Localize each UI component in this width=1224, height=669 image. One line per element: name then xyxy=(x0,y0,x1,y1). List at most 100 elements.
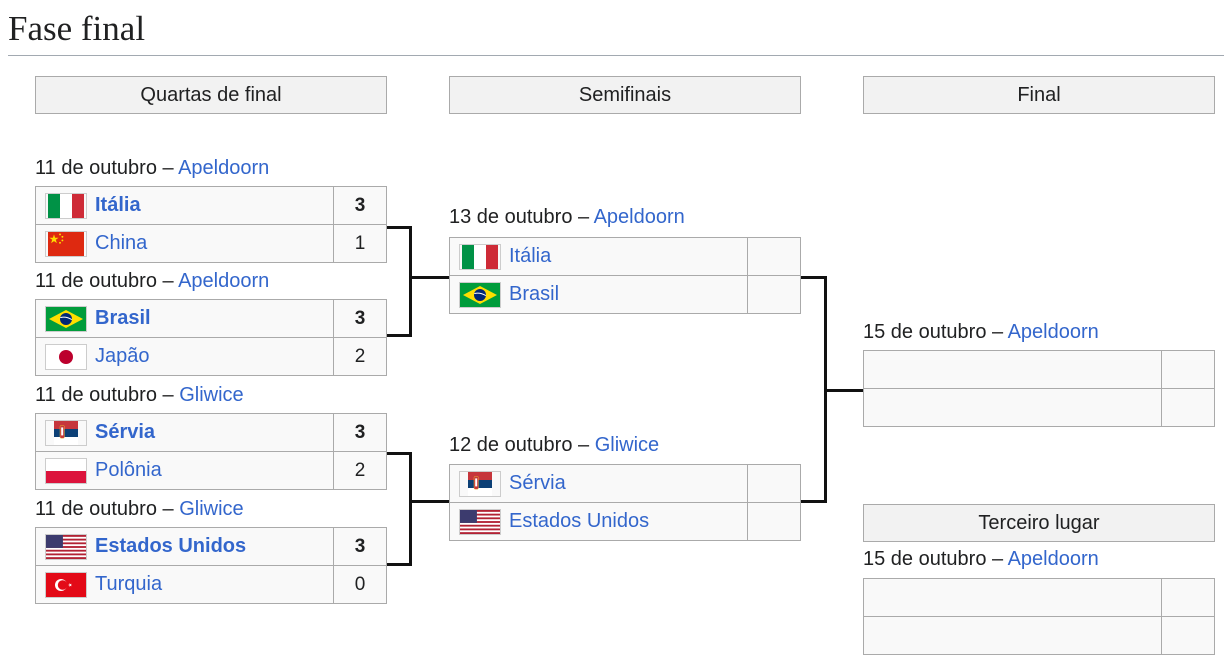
round-header-quarterfinals: Quartas de final xyxy=(35,76,387,114)
match-date: 11 de outubro xyxy=(35,270,157,292)
team-score xyxy=(1162,579,1214,616)
team-score xyxy=(1162,389,1214,426)
team-cell: Japão xyxy=(36,338,334,375)
team-cell: Turquia xyxy=(36,566,334,603)
team-name-link[interactable]: Estados Unidos xyxy=(95,535,247,557)
team-name-link[interactable]: Turquia xyxy=(95,573,163,595)
team-cell xyxy=(864,351,1162,388)
match-info-sf2: 12 de outubro – Gliwice xyxy=(449,433,659,457)
team-name-link[interactable]: Estados Unidos xyxy=(509,510,650,532)
bracket-team-row: Brasil xyxy=(449,275,801,314)
round-header-third-place: Terceiro lugar xyxy=(863,504,1215,542)
date-venue-separator: – xyxy=(156,384,180,406)
team-score: 3 xyxy=(354,421,366,443)
team-cell xyxy=(864,389,1162,426)
team-cell: Sérvia xyxy=(36,414,334,451)
match-date: 11 de outubro xyxy=(35,157,157,179)
team-name-link[interactable]: Sérvia xyxy=(509,472,566,494)
venue-link[interactable]: Apeldoorn xyxy=(178,270,270,292)
date-venue-separator: – xyxy=(156,157,179,179)
team-cell xyxy=(864,617,1162,654)
match-info-sf1: 13 de outubro – Apeldoorn xyxy=(449,205,685,229)
team-name-link[interactable]: Itália xyxy=(95,194,141,216)
venue-link[interactable]: Gliwice xyxy=(179,384,244,406)
usa-flag-icon xyxy=(459,508,501,535)
bracket-team-row: Itália xyxy=(449,237,801,276)
team-cell: Brasil xyxy=(36,300,334,337)
team-cell: Sérvia xyxy=(450,465,748,502)
bracket-team-row: China 1 xyxy=(35,224,387,263)
match-date: 13 de outubro xyxy=(449,206,573,228)
bracket-team-row: Sérvia 3 xyxy=(35,413,387,452)
venue-link[interactable]: Apeldoorn xyxy=(1007,548,1099,570)
date-venue-separator: – xyxy=(156,498,180,520)
title-divider xyxy=(8,55,1224,56)
team-name-link[interactable]: China xyxy=(95,232,148,254)
serbia-flag-icon xyxy=(45,419,87,446)
match-date: 12 de outubro xyxy=(449,434,573,456)
bracket-team-row: Japão 2 xyxy=(35,337,387,376)
venue-link[interactable]: Apeldoorn xyxy=(593,206,685,228)
bracket-team-row xyxy=(863,350,1215,389)
round-header-semifinals: Semifinais xyxy=(449,76,801,114)
match-date: 15 de outubro xyxy=(863,548,987,570)
team-name-link[interactable]: Japão xyxy=(95,345,150,367)
team-score: 0 xyxy=(354,573,366,595)
round-header-final: Final xyxy=(863,76,1215,114)
team-score: 3 xyxy=(354,307,366,329)
date-venue-separator: – xyxy=(156,270,179,292)
bracket-team-row: Turquia 0 xyxy=(35,565,387,604)
team-cell: China xyxy=(36,225,334,262)
match-info-final: 15 de outubro – Apeldoorn xyxy=(863,320,1099,344)
japan-flag-icon xyxy=(45,343,87,370)
team-name-link[interactable]: Itália xyxy=(509,245,552,267)
serbia-flag-icon xyxy=(459,470,501,497)
date-venue-separator: – xyxy=(572,206,594,228)
venue-link[interactable]: Gliwice xyxy=(179,498,244,520)
team-score: 2 xyxy=(354,345,366,367)
team-cell: Brasil xyxy=(450,276,748,313)
match-info-qf4: 11 de outubro – Gliwice xyxy=(35,497,244,521)
bracket-team-row: Itália 3 xyxy=(35,186,387,225)
team-name-link[interactable]: Sérvia xyxy=(95,421,156,443)
bracket-team-row: Brasil 3 xyxy=(35,299,387,338)
match-info-qf2: 11 de outubro – Apeldoorn xyxy=(35,269,269,293)
team-cell xyxy=(864,579,1162,616)
venue-link[interactable]: Apeldoorn xyxy=(1007,321,1099,343)
team-cell: Polônia xyxy=(36,452,334,489)
team-score: 3 xyxy=(354,194,366,216)
china-flag-icon xyxy=(45,230,87,257)
page-title: Fase final xyxy=(8,9,146,48)
venue-link[interactable]: Apeldoorn xyxy=(178,157,270,179)
team-cell: Estados Unidos xyxy=(36,528,334,565)
match-date: 15 de outubro xyxy=(863,321,987,343)
venue-link[interactable]: Gliwice xyxy=(594,434,660,456)
team-score xyxy=(1162,617,1214,654)
team-cell: Itália xyxy=(36,187,334,224)
turkey-flag-icon xyxy=(45,571,87,598)
team-score xyxy=(748,503,800,540)
match-info-qf3: 11 de outubro – Gliwice xyxy=(35,383,244,407)
match-info-third: 15 de outubro – Apeldoorn xyxy=(863,547,1099,571)
italy-flag-icon xyxy=(459,243,501,270)
team-name-link[interactable]: Brasil xyxy=(509,283,560,305)
team-name-link[interactable]: Brasil xyxy=(95,307,151,329)
bracket-team-row xyxy=(863,616,1215,655)
date-venue-separator: – xyxy=(986,321,1008,343)
team-name-link[interactable]: Polônia xyxy=(95,459,162,481)
bracket-team-row xyxy=(863,388,1215,427)
bracket-team-row: Estados Unidos xyxy=(449,502,801,541)
bracket-team-row: Sérvia xyxy=(449,464,801,503)
team-score: 1 xyxy=(354,232,366,254)
brazil-flag-icon xyxy=(459,281,501,308)
team-score xyxy=(748,238,800,275)
team-score xyxy=(748,465,800,502)
date-venue-separator: – xyxy=(572,434,595,456)
team-cell: Itália xyxy=(450,238,748,275)
team-score xyxy=(748,276,800,313)
italy-flag-icon xyxy=(45,192,87,219)
match-date: 11 de outubro xyxy=(35,498,157,520)
team-score xyxy=(1162,351,1214,388)
